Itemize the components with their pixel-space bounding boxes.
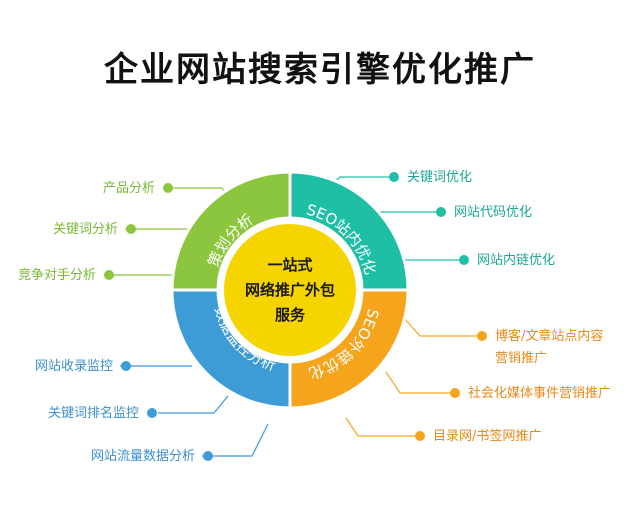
- line-offsite-1: [403, 317, 482, 337]
- branch-label: 网站流量数据分析: [91, 449, 195, 464]
- branch-label: 产品分析: [103, 181, 155, 196]
- branch-onsite: 关键词优化 网站代码优化 网站内链优化: [407, 170, 555, 268]
- center-circle: [224, 224, 356, 356]
- connector-lines: [104, 176, 482, 457]
- center-line-3: 服务: [275, 306, 306, 324]
- branch-label: 营销推广: [495, 351, 547, 366]
- branch-label: 关键词排名监控: [48, 405, 139, 421]
- branch-label: 网站收录监控: [35, 359, 113, 374]
- segment-monitor: [170, 288, 292, 410]
- segment-offsite: [288, 288, 410, 410]
- branch-label: 网站内链优化: [477, 252, 555, 268]
- branch-label: 关键词分析: [53, 222, 118, 237]
- line-monitor-3: [202, 423, 269, 457]
- connector-dots: [104, 172, 487, 461]
- branch-label: 社会化媒体事件营销推广: [468, 385, 611, 401]
- line-offsite-2: [385, 371, 455, 394]
- branch-offsite: 博客/文章站点内容 营销推广 社会化媒体事件营销推广 目录网/书签网推广: [433, 328, 611, 444]
- center-line-2: 网络推广外包: [245, 281, 335, 299]
- page-title: 企业网站搜索引擎优化推广: [104, 50, 536, 90]
- branch-label: 目录网/书签网推广: [433, 428, 541, 444]
- segment-planning: [170, 170, 292, 292]
- center-line-1: 一站式: [267, 256, 312, 274]
- branch-label: 博客/文章站点内容: [495, 328, 603, 344]
- branch-label: 关键词优化: [407, 170, 472, 185]
- branch-planning: 产品分析 关键词分析 竞争对手分析: [18, 181, 155, 283]
- ring: [170, 170, 410, 410]
- line-offsite-3: [345, 417, 420, 437]
- branch-label: 竞争对手分析: [18, 267, 96, 283]
- branch-monitor: 网站收录监控 关键词排名监控 网站流量数据分析: [35, 359, 195, 464]
- segment-onsite: [288, 170, 410, 292]
- branch-label: 网站代码优化: [454, 205, 532, 220]
- line-monitor-2: [158, 395, 229, 414]
